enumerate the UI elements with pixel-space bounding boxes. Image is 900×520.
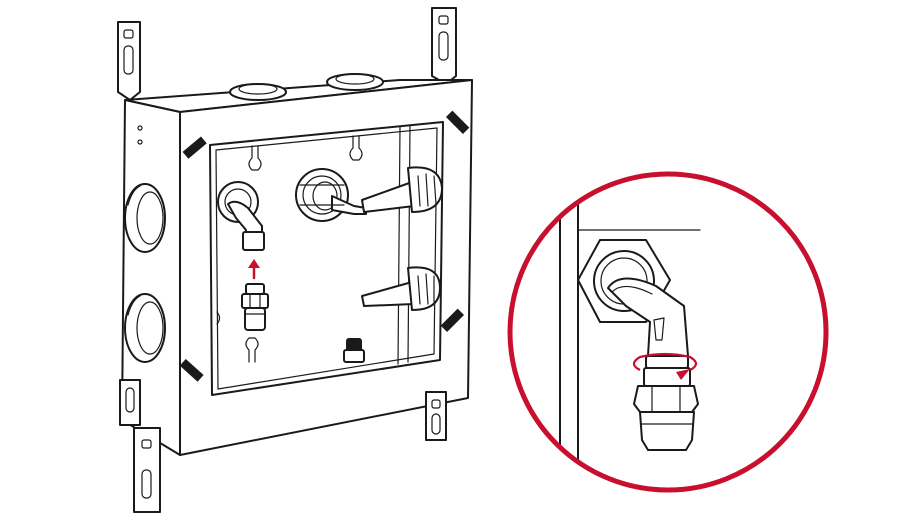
- mounting-bracket-top-left: [117, 21, 141, 101]
- upper-connector: [361, 166, 443, 213]
- mounting-bracket-bottom-left: [133, 427, 161, 513]
- outlet-elbow: [217, 181, 265, 251]
- concealed-box: [117, 7, 473, 513]
- lower-connector: [361, 266, 441, 311]
- corner-clip-bottom-left: [179, 358, 204, 382]
- knockout-tabs: [216, 135, 363, 363]
- zoom-fitting-nut: [633, 385, 699, 413]
- up-arrow-icon: [248, 259, 260, 280]
- corner-clip-bottom-right: [440, 308, 465, 333]
- zoom-circle: [507, 171, 829, 493]
- zoom-elbow: [607, 277, 689, 357]
- top-port-right: [326, 73, 384, 91]
- mounting-bracket-bottom-right: [425, 391, 447, 441]
- loose-fitting: [241, 283, 269, 331]
- side-hole-a: [137, 125, 143, 131]
- corner-clip-top-left: [182, 136, 207, 159]
- side-bracket-left: [119, 379, 141, 426]
- upper-valve: [295, 168, 367, 222]
- detail-zoom: [507, 171, 829, 493]
- box-opening: [209, 121, 444, 396]
- mounting-bracket-top-right: [431, 7, 457, 85]
- corner-clip-top-right: [445, 110, 470, 135]
- side-hole-b: [137, 139, 143, 145]
- side-port-upper: [124, 183, 166, 253]
- box-front-face: [179, 79, 473, 456]
- rotate-icon: [632, 352, 698, 380]
- bottom-knob: [343, 338, 365, 363]
- side-port-lower: [124, 293, 166, 363]
- top-port-left: [229, 83, 287, 101]
